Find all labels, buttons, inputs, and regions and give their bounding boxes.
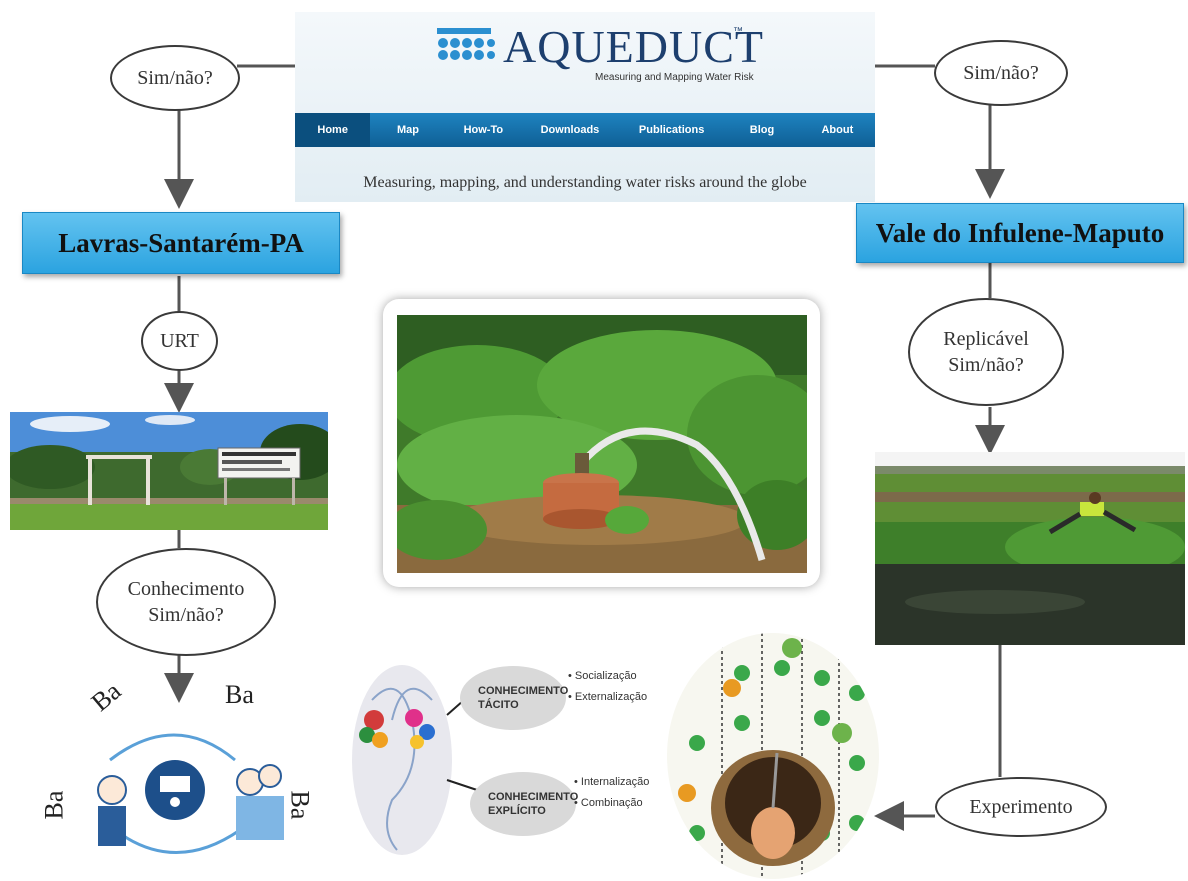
knowledge-diagram: CONHECIMENTO TÁCITO • Socialização • Ext… <box>352 660 652 860</box>
aqueduct-tagline: Measuring and Mapping Water Risk <box>595 72 754 83</box>
tacit-label-line1: CONHECIMENTO <box>478 684 569 697</box>
nav-tab-how-to[interactable]: How-To <box>463 124 504 136</box>
site-box-lavras-santarem: Lavras-Santarém-PA <box>22 212 340 274</box>
replicavel-question: Sim/não? <box>948 354 1024 376</box>
explicit-label-line1: CONHECIMENTO <box>488 790 579 803</box>
tacit-item-externalizacao: • Externalização <box>568 690 648 703</box>
nav-tab-about[interactable]: About <box>821 124 854 136</box>
nav-tab-home[interactable]: Home <box>295 113 371 147</box>
center-field-photo-frame <box>383 299 820 587</box>
experimento-oval: Experimento <box>935 777 1107 837</box>
ba-label-left: Ba <box>39 790 69 820</box>
nav-tab-publications[interactable]: Publications <box>638 124 705 136</box>
explicit-knowledge-pill: CONHECIMENTO EXPLÍCITO <box>470 772 579 836</box>
tacit-knowledge-pill: CONHECIMENTO TÁCITO <box>460 666 569 730</box>
right-question-oval: Sim/não? <box>934 40 1068 106</box>
nav-tab-map[interactable]: Map <box>396 124 419 136</box>
scale-label: 2 m <box>693 859 708 869</box>
site-box-vale-infulene: Vale do Infulene-Maputo <box>856 203 1184 263</box>
tacit-list: • Socialização • Externalização <box>568 666 647 708</box>
explicit-label-line2: EXPLÍCITO <box>488 805 546 817</box>
conhecimento-question: Sim/não? <box>148 604 224 626</box>
aqueduct-subtitle: Measuring, mapping, and understanding wa… <box>363 174 807 191</box>
ba-label-top-right: Ba <box>225 680 254 709</box>
urt-site-photo <box>10 412 328 530</box>
replicavel-oval: Replicável Sim/não? <box>908 298 1064 406</box>
explicit-item-combinacao: • Combinação <box>574 796 643 809</box>
explicit-item-internalizacao: • Internalização <box>574 776 650 788</box>
aqueduct-trademark: ™ <box>733 26 743 37</box>
conhecimento-oval: Conhecimento Sim/não? <box>96 548 276 656</box>
explicit-list: • Internalização • Combinação <box>574 772 649 814</box>
experiment-illustration: 2 m <box>667 633 879 879</box>
ba-cycle-illustration <box>40 690 310 870</box>
tacit-item-socializacao: • Socialização <box>568 670 637 682</box>
aqueduct-banner: AQUEDUCT ™ Measuring and Mapping Water R… <box>295 12 875 202</box>
aqueduct-logo-text: AQUEDUCT <box>503 21 764 72</box>
aqueduct-nav-bar: Home Map How-To Downloads Publications B… <box>295 113 875 147</box>
center-field-photo <box>397 315 807 573</box>
left-question-oval: Sim/não? <box>110 45 240 111</box>
urt-oval: URT <box>141 311 218 371</box>
nav-tab-blog[interactable]: Blog <box>749 124 775 136</box>
conhecimento-label: Conhecimento <box>127 578 245 600</box>
replicavel-label: Replicável <box>943 328 1029 350</box>
tacit-label-line2: TÁCITO <box>478 699 519 711</box>
ba-label-right: Ba <box>285 790 315 820</box>
nav-tab-downloads[interactable]: Downloads <box>540 124 600 136</box>
aqueduct-logo-icon <box>437 28 495 60</box>
infulene-field-photo <box>875 452 1185 645</box>
